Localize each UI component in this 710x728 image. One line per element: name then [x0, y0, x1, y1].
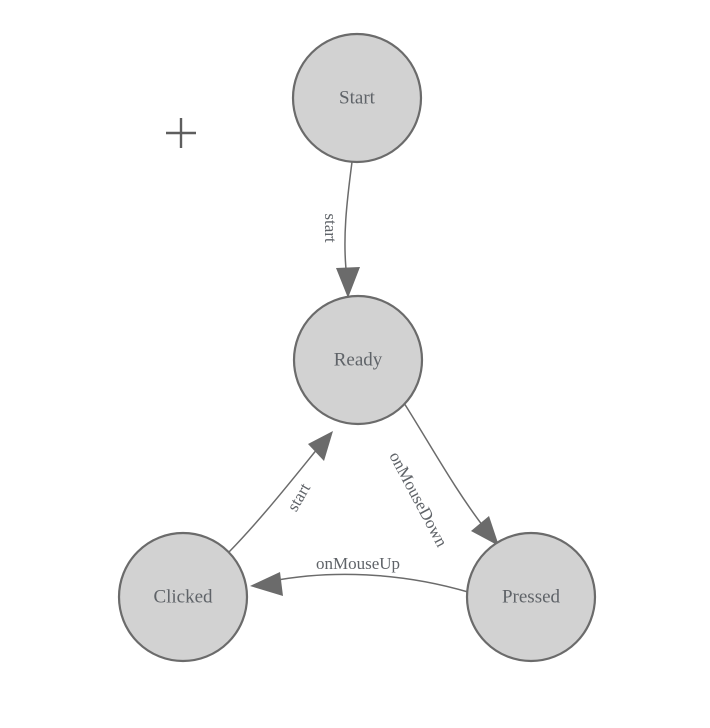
edge-clicked-to-ready-path	[228, 447, 319, 553]
edge-pressed-to-clicked-arrowhead	[250, 572, 283, 596]
edge-pressed-to-clicked-path	[271, 573, 469, 593]
node-ready-label: Ready	[334, 349, 383, 370]
edge-clicked-to-ready[interactable]: start	[228, 431, 333, 553]
node-pressed-label: Pressed	[502, 586, 561, 607]
edge-start-to-ready-arrowhead	[336, 267, 360, 298]
edge-pressed-to-clicked[interactable]: onMouseUp	[250, 554, 469, 596]
crosshair-icon	[166, 118, 196, 148]
node-ready-circle[interactable]	[292, 294, 424, 426]
node-ready[interactable]: Ready	[292, 294, 424, 426]
node-clicked-circle[interactable]	[117, 531, 249, 663]
node-start-label: Start	[339, 87, 376, 108]
node-clicked[interactable]: Clicked	[117, 531, 249, 663]
edge-label-start-to-ready: start	[321, 213, 340, 243]
edge-start-to-ready[interactable]: start	[321, 161, 360, 298]
node-start[interactable]: Start	[291, 32, 423, 164]
edge-start-to-ready-path	[344, 161, 353, 279]
edge-clicked-to-ready-arrowhead	[308, 431, 333, 461]
edge-label-pressed-to-clicked: onMouseUp	[316, 554, 400, 573]
edge-ready-to-pressed[interactable]: onMouseDown	[385, 402, 499, 550]
edge-ready-to-pressed-path	[403, 402, 487, 531]
node-pressed[interactable]: Pressed	[465, 531, 597, 663]
node-start-circle[interactable]	[291, 32, 423, 164]
node-pressed-circle[interactable]	[465, 531, 597, 663]
edge-ready-to-pressed-arrowhead	[471, 516, 499, 546]
node-clicked-label: Clicked	[153, 586, 213, 607]
